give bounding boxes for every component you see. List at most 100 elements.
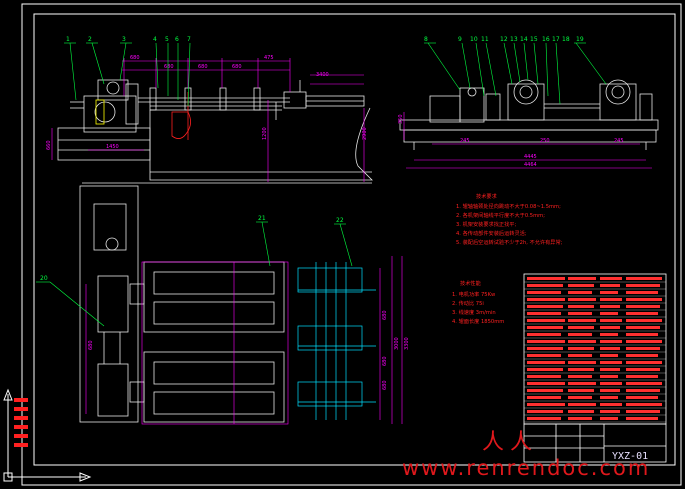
- dim-text: 250: [540, 138, 550, 144]
- parts-list-cell: [568, 354, 592, 357]
- parts-list-cell: [626, 284, 660, 287]
- balloon-label: 7: [187, 36, 191, 43]
- balloon-label: 17: [552, 36, 560, 43]
- parts-list-cell: [568, 403, 596, 406]
- side-view-balloons: 8 9 10 11 12 13 14 15 16 17 18 19: [424, 36, 584, 43]
- front-view-balloons: 1 2 3 4 5 6 7: [66, 36, 191, 43]
- balloon-label: 12: [500, 36, 508, 43]
- tech-requirement-line: 4. 各传动部件安装后运转灵活;: [456, 229, 527, 237]
- balloon-label: 22: [336, 217, 344, 224]
- side-view: [399, 79, 659, 150]
- dim-text: 245: [614, 138, 624, 144]
- balloon-label: 3: [122, 36, 126, 43]
- dim-text: 660: [46, 140, 52, 150]
- dim-text: 3300: [404, 337, 410, 350]
- balloon-label: 15: [530, 36, 538, 43]
- parts-list-cell: [600, 326, 620, 329]
- tech-spec-line: 1. 电机功率 75Kw: [452, 290, 496, 298]
- balloon-label: 11: [481, 36, 489, 43]
- parts-list-cell: [600, 319, 622, 322]
- parts-list-cell: [626, 361, 662, 364]
- front-view: [57, 79, 373, 184]
- dim-text: 680: [232, 64, 242, 70]
- balloon-label: 5: [165, 36, 169, 43]
- tech-requirement-line: 2. 各机架间轴线平行度不大于0.5mm;: [456, 211, 545, 219]
- parts-list-cell: [600, 347, 620, 350]
- parts-list-cell: [568, 291, 592, 294]
- parts-list-cell: [527, 410, 563, 413]
- plan-view-dim-text: 680 680 680 3000 3300 680: [88, 310, 410, 390]
- balloon-label: 6: [175, 36, 179, 43]
- dim-text: 680: [382, 380, 388, 390]
- parts-list-cell: [626, 368, 660, 371]
- tech-requirements-title: 技术要求: [476, 192, 498, 200]
- parts-list-cell: [626, 305, 660, 308]
- front-view-dims: [51, 58, 365, 182]
- parts-list-cell: [600, 382, 622, 385]
- parts-list-cell: [527, 347, 563, 350]
- parts-list-cell: [568, 417, 592, 420]
- layer-legend: [14, 398, 28, 447]
- parts-list-cell: [626, 333, 658, 336]
- balloon-label: 21: [258, 215, 266, 222]
- ucs-axis-icon: [3, 388, 92, 482]
- parts-list-cell: [527, 298, 565, 301]
- tech-requirement-line: 5. 装配后空运转试验不少于2h, 不允许有异常;: [456, 238, 563, 246]
- parts-list-cell: [600, 389, 620, 392]
- tech-specs: 技术性能 1. 电机功率 75Kw 2. 传动比 75i 3. 线速度 3m/m…: [452, 279, 504, 325]
- parts-list-cell: [600, 305, 620, 308]
- parts-list-table: [523, 273, 667, 425]
- tech-specs-title: 技术性能: [460, 279, 481, 287]
- balloon-label: 2: [88, 36, 92, 43]
- parts-list-cell: [600, 298, 622, 301]
- balloon-label: 9: [458, 36, 462, 43]
- side-view-dims: [403, 112, 652, 169]
- parts-list-cell: [527, 326, 563, 329]
- parts-list-cell: [527, 277, 565, 280]
- parts-list-cell: [568, 396, 592, 399]
- parts-list-cell: [527, 340, 565, 343]
- parts-list-cell: [600, 396, 618, 399]
- drawing-frame: [21, 3, 682, 486]
- parts-list-cell: [527, 305, 563, 308]
- balloon-label: 1: [66, 36, 70, 43]
- dim-text: 3000: [394, 337, 400, 350]
- dim-text: 680: [88, 340, 94, 350]
- parts-list-cell: [626, 396, 658, 399]
- parts-list-cell: [527, 368, 563, 371]
- balloon-label: 8: [424, 36, 428, 43]
- dim-text: 1450: [106, 144, 119, 150]
- parts-list-cell: [626, 382, 662, 385]
- side-view-dim-text: 4445 4464 350 245 250 245: [398, 114, 624, 168]
- balloon-label: 13: [510, 36, 518, 43]
- dim-text: 4445: [524, 154, 537, 160]
- parts-list-cell: [626, 277, 662, 280]
- parts-list-cell: [626, 410, 660, 413]
- balloon-label: 20: [40, 275, 48, 282]
- parts-list-cell: [568, 277, 596, 280]
- dim-text: 245: [460, 138, 470, 144]
- parts-list-cell: [568, 340, 596, 343]
- dim-text: 475: [264, 55, 274, 61]
- dim-text: 680: [130, 55, 140, 61]
- parts-list-cell: [527, 389, 563, 392]
- balloon-label: 18: [562, 36, 570, 43]
- balloon-label: 16: [542, 36, 550, 43]
- parts-list-cell: [626, 389, 660, 392]
- parts-list-cell: [626, 312, 658, 315]
- dim-text: 680: [382, 310, 388, 320]
- balloon-label: 4: [153, 36, 157, 43]
- plan-view-balloons: 20 21 22: [40, 215, 344, 282]
- tech-requirement-line: 3. 机架安装要求找正找平;: [456, 220, 516, 228]
- parts-list-cell: [568, 319, 596, 322]
- parts-list-cell: [527, 319, 565, 322]
- dim-text: 4464: [524, 162, 537, 168]
- parts-list-cell: [600, 375, 618, 378]
- parts-list-cell: [527, 396, 561, 399]
- parts-list-cell: [568, 326, 594, 329]
- parts-list-cell: [568, 410, 594, 413]
- parts-list-cell: [600, 368, 620, 371]
- parts-list-cell: [626, 326, 660, 329]
- parts-list-cell: [527, 417, 561, 420]
